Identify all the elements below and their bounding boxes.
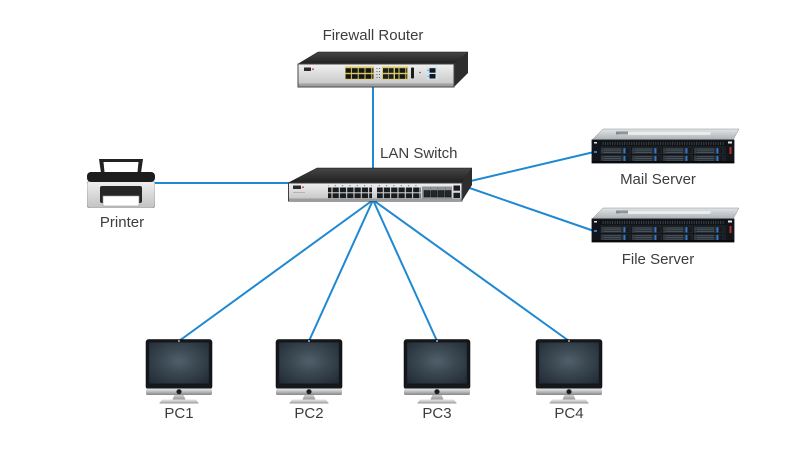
firewall-router-icon — [297, 51, 469, 88]
printer-label: Printer — [99, 214, 145, 231]
pc1-label: PC1 — [164, 405, 194, 422]
pc4-icon — [535, 338, 603, 404]
mail-server-label: Mail Server — [620, 171, 696, 188]
connection-line-switch-mail-server — [457, 151, 595, 185]
connection-line-switch-pc3 — [372, 199, 438, 342]
file-server-label: File Server — [621, 251, 695, 268]
pc3-icon — [403, 338, 471, 404]
file-server-icon — [590, 206, 740, 244]
connection-line-switch-pc2 — [308, 199, 374, 342]
pc2-label: PC2 — [294, 405, 324, 422]
pc1-icon — [145, 338, 213, 404]
firewall-router-label: Firewall Router — [322, 27, 424, 44]
connection-line-switch-pc1 — [178, 199, 374, 342]
pc4-label: PC4 — [554, 405, 584, 422]
lan-switch-icon — [288, 166, 474, 202]
printer-icon — [87, 158, 155, 208]
pc2-icon — [275, 338, 343, 404]
connection-line-switch-pc4 — [372, 199, 570, 342]
connection-line-switch-file-server — [457, 183, 595, 232]
lan-switch-label: LAN Switch — [380, 145, 458, 162]
pc3-label: PC3 — [422, 405, 452, 422]
mail-server-icon — [590, 127, 740, 165]
